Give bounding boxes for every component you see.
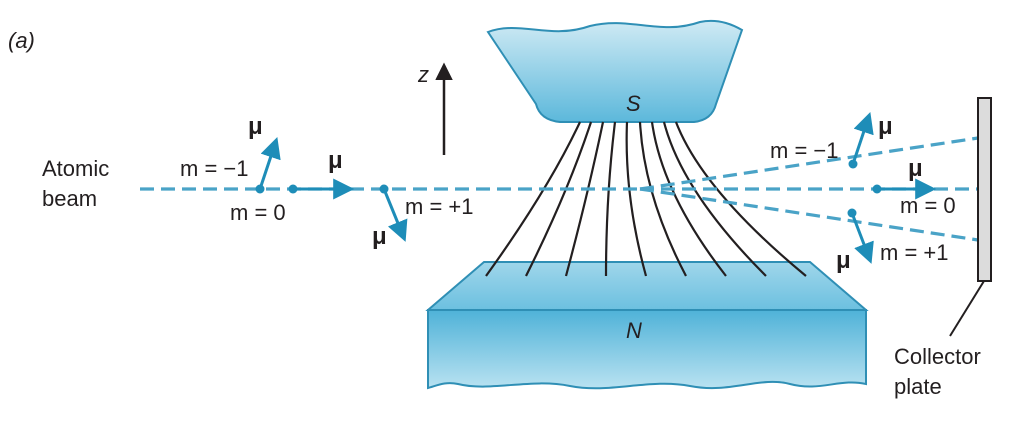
moment-after-m-plus-1: μ m = +1: [836, 208, 948, 274]
south-pole-magnet: [486, 20, 744, 123]
state-after-m-0-label: m = 0: [900, 193, 956, 218]
mu-symbol: μ: [836, 247, 851, 274]
beam-path-m-minus-1: [639, 136, 979, 191]
state-before-m-0-label: m = 0: [230, 200, 286, 225]
state-before-m-minus-1-label: m = −1: [180, 156, 248, 181]
mu-symbol: μ: [328, 147, 343, 174]
field-line: [525, 121, 593, 277]
atomic-beam-label-line-2: beam: [42, 186, 97, 211]
field-line: [564, 121, 605, 277]
north-pole-magnet-front: [427, 309, 867, 390]
collector-label-line-2: plate: [894, 374, 942, 399]
magnetic-field-lines: [485, 121, 807, 277]
mu-symbol: μ: [372, 223, 387, 250]
mu-symbol: μ: [878, 113, 893, 140]
field-line: [625, 121, 648, 277]
moment-before-m-plus-1: μ m = +1: [372, 184, 473, 250]
collector-plate: [977, 97, 992, 282]
moment-before-m-0: μ m = 0: [230, 147, 355, 225]
mu-symbol: μ: [908, 155, 923, 182]
moment-after-m-minus-1: μ m = −1: [770, 112, 893, 169]
collector-plate-leader: [949, 280, 985, 337]
state-after-m-plus-1-label: m = +1: [880, 240, 948, 265]
state-before-m-plus-1-label: m = +1: [405, 194, 473, 219]
mu-symbol: μ: [248, 113, 263, 140]
north-pole-label: N: [626, 318, 642, 343]
z-axis-label: z: [417, 62, 429, 87]
state-after-m-minus-1-label: m = −1: [770, 138, 838, 163]
moment-before-m-minus-1: μ m = −1: [180, 113, 281, 194]
field-line: [674, 121, 807, 277]
field-line: [650, 121, 727, 277]
field-line: [604, 121, 617, 277]
field-line: [662, 121, 767, 277]
beam-path-m-plus-1: [639, 187, 979, 242]
north-pole-magnet-top: [425, 261, 869, 311]
south-pole-label: S: [626, 91, 641, 116]
field-line: [638, 121, 687, 277]
panel-label: (a): [8, 28, 35, 53]
moment-after-m-0: μ m = 0: [872, 155, 956, 218]
atomic-beam-label-line-1: Atomic: [42, 156, 109, 181]
field-line: [485, 121, 581, 277]
collector-label-line-1: Collector: [894, 344, 981, 369]
